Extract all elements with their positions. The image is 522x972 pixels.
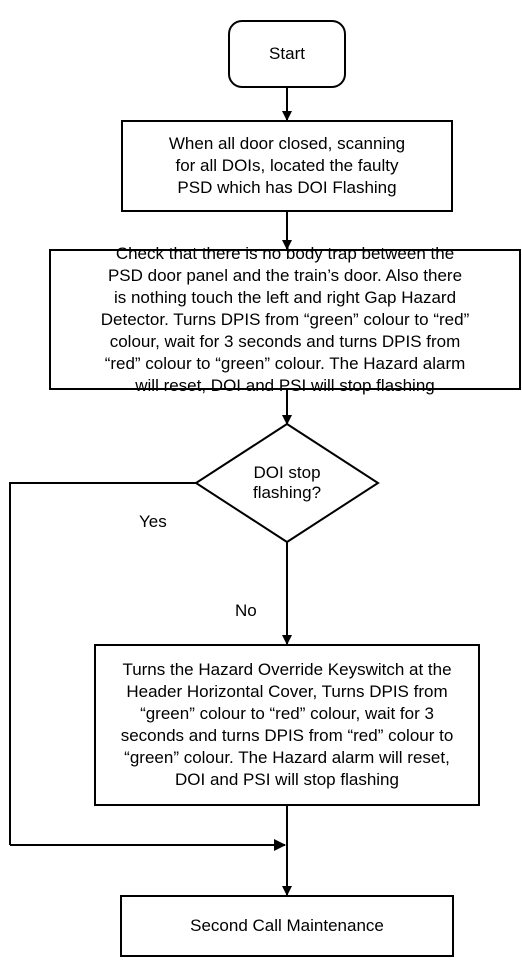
scan-step: When all door closed, scanning for all D… bbox=[121, 120, 453, 212]
end-node: Second Call Maintenance bbox=[120, 895, 454, 957]
decision-text: DOI stop flashing? bbox=[252, 463, 322, 502]
override-step: Turns the Hazard Override Keyswitch at t… bbox=[94, 644, 480, 806]
yes-bypass-line bbox=[9, 482, 196, 845]
start-label: Start bbox=[269, 44, 305, 63]
check-step-text: Check that there is no body trap between… bbox=[100, 243, 470, 395]
check-step: Check that there is no body trap between… bbox=[49, 244, 521, 395]
start-node: Start bbox=[228, 20, 346, 88]
override-step-text: Turns the Hazard Override Keyswitch at t… bbox=[120, 660, 454, 789]
end-label: Second Call Maintenance bbox=[190, 916, 384, 935]
no-label: No bbox=[235, 601, 257, 620]
yes-label: Yes bbox=[139, 512, 167, 531]
scan-step-text: When all door closed, scanning for all D… bbox=[168, 134, 406, 197]
